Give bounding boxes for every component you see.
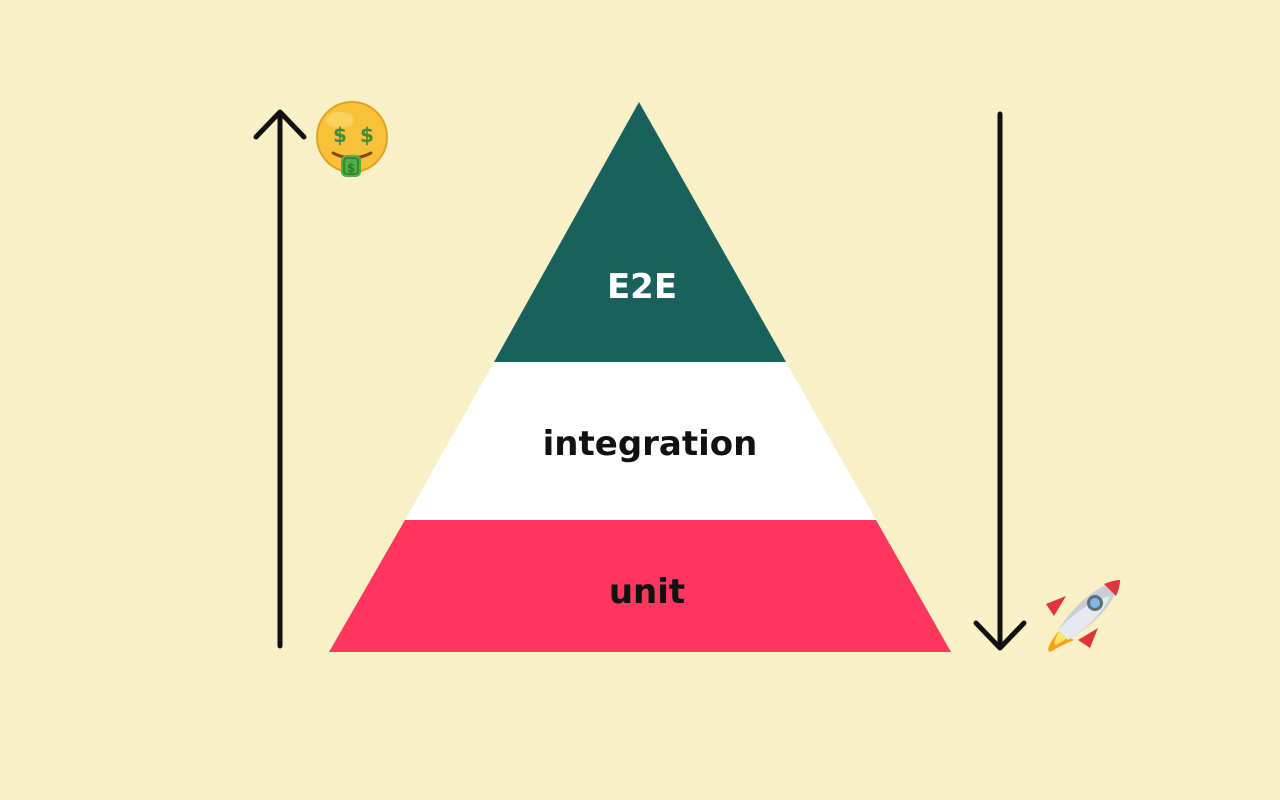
pyramid-layer-e2e <box>494 102 786 362</box>
layer-label-e2e: E2E <box>607 267 677 307</box>
layer-label-unit: unit <box>609 572 685 612</box>
right-down-arrow <box>973 111 1027 651</box>
svg-text:$: $ <box>347 161 355 175</box>
left-up-arrow <box>253 109 307 649</box>
svg-text:$: $ <box>360 123 374 147</box>
rocket-icon <box>1046 580 1120 652</box>
layer-label-integration: integration <box>543 424 758 464</box>
money-mouth-face-icon: $ $ $ <box>316 101 388 177</box>
pyramid-layer-integration <box>405 362 876 520</box>
pyramid-layer-unit <box>329 520 951 652</box>
svg-text:$: $ <box>333 123 347 147</box>
pyramid: E2E integration unit <box>329 102 951 652</box>
